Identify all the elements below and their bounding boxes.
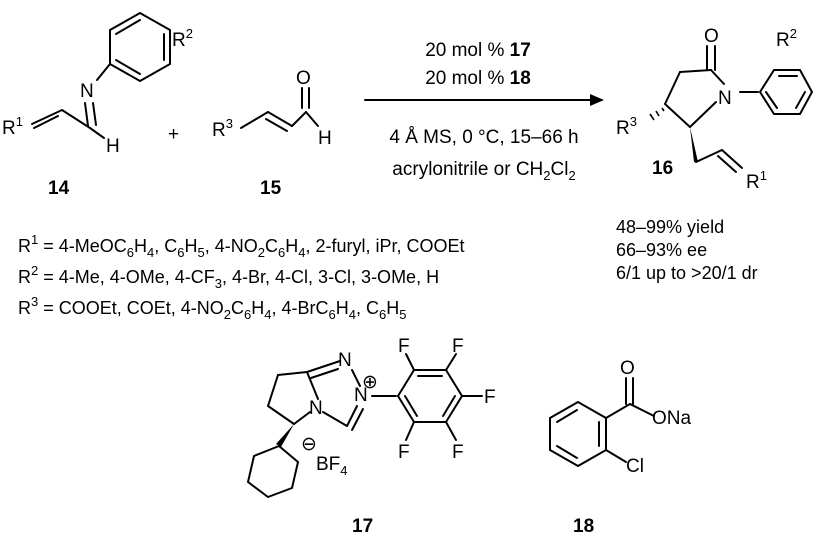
svg-text:⊖: ⊖ (301, 434, 317, 455)
scope-r3: R3 = COOEt, COEt, 4-NO2C6H4, 4-BrC6H4, C… (18, 294, 406, 322)
svg-text:R3: R3 (616, 114, 637, 139)
reagent-catalyst-17: 20 mol % 17 (425, 40, 531, 61)
condition-line-2: acrylonitrile or CH2Cl2 (392, 159, 575, 183)
svg-text:F: F (452, 442, 464, 463)
svg-text:R1: R1 (2, 114, 23, 139)
svg-text:N: N (80, 81, 94, 102)
svg-text:F: F (484, 387, 496, 408)
svg-text:R2: R2 (172, 26, 193, 51)
compound-14-label: 14 (48, 178, 70, 199)
svg-text:F: F (398, 336, 410, 357)
svg-text:O: O (296, 68, 311, 89)
scope-r2: R2 = 4-Me, 4-OMe, 4-CF3, 4-Br, 4-Cl, 3-C… (18, 263, 439, 291)
svg-text:N: N (354, 385, 368, 406)
svg-text:O: O (620, 358, 635, 379)
svg-text:R3: R3 (212, 116, 233, 141)
svg-text:Cl: Cl (626, 456, 644, 477)
plus-sign: + (168, 124, 179, 145)
compound-14-structure: R2 N H R1 (2, 12, 193, 157)
svg-text:ONa: ONa (652, 408, 692, 429)
compound-15-label: 15 (260, 178, 282, 199)
compound-16-label: 16 (652, 158, 673, 179)
reagent-additive-18: 20 mol % 18 (425, 68, 531, 89)
svg-text:BF4: BF4 (316, 454, 348, 478)
svg-text:F: F (398, 442, 410, 463)
svg-text:H: H (318, 128, 332, 149)
svg-text:N: N (309, 398, 323, 419)
svg-text:N: N (338, 350, 352, 371)
reaction-arrow (364, 94, 604, 106)
result-dr: 6/1 up to >20/1 dr (616, 263, 758, 283)
svg-text:⊕: ⊕ (362, 372, 378, 393)
condition-line-1: 4 Å MS, 0 °C, 15–66 h (389, 127, 578, 148)
additive-18-label: 18 (573, 516, 594, 537)
catalyst-17-label: 17 (352, 516, 373, 537)
svg-text:R1: R1 (746, 168, 767, 193)
svg-text:N: N (718, 88, 732, 109)
compound-16-structure: O N R2 R3 R1 (616, 26, 813, 193)
compound-15-structure: R3 O H (212, 68, 332, 149)
result-yield: 48–99% yield (616, 217, 724, 237)
svg-text:H: H (106, 136, 120, 157)
additive-18-structure: O ONa Cl (549, 358, 692, 477)
result-ee: 66–93% ee (616, 240, 707, 260)
scope-r1: R1 = 4-MeOC6H4, C6H5, 4-NO2C6H4, 2-furyl… (18, 232, 464, 260)
svg-text:R2: R2 (776, 26, 797, 51)
svg-text:O: O (704, 26, 719, 47)
catalyst-17-structure: N N N ⊕ F F F F F ⊖ BF4 (247, 336, 496, 498)
svg-text:F: F (452, 336, 464, 357)
